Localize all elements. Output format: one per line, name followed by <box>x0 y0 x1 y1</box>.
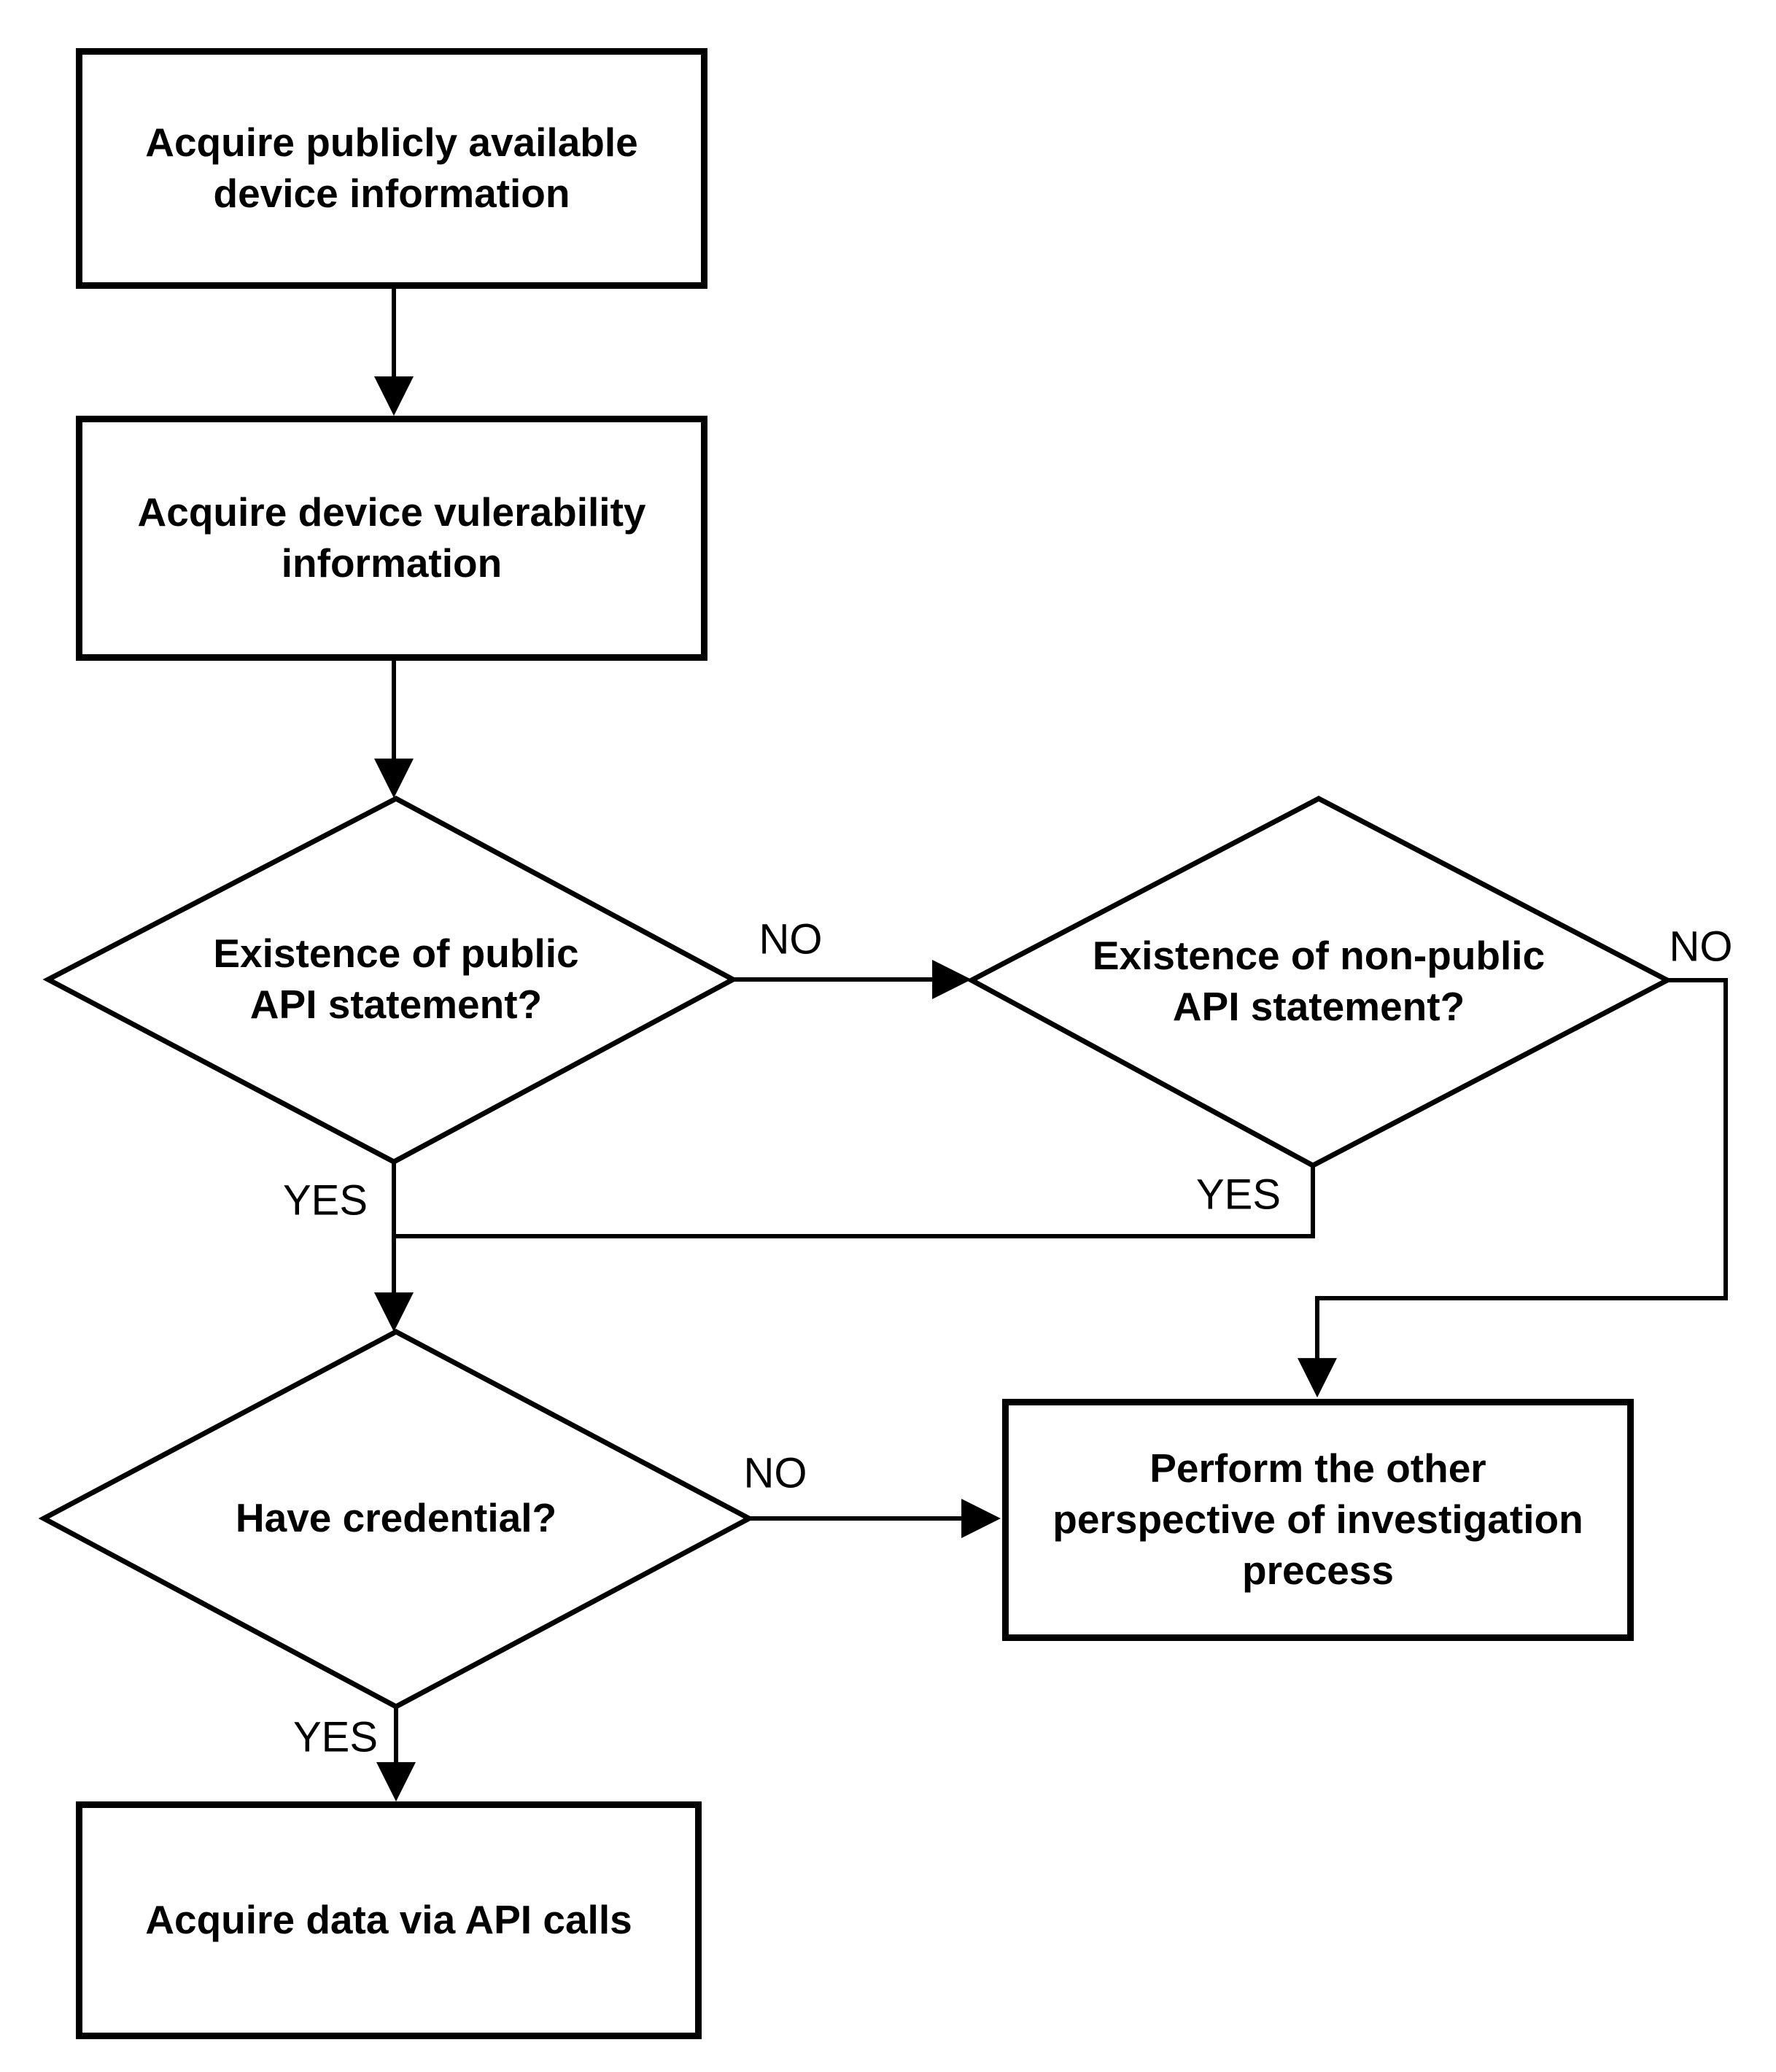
decision-label-public-api: Existence of public API statement? <box>213 931 579 1027</box>
decision-diamond-public-api <box>42 796 739 1165</box>
edge-label-public-api-yes: YES <box>282 1176 368 1225</box>
process-box-acquire-vuln-info: Acquire device vulerability information <box>76 416 707 661</box>
edge-label-credential-yes: YES <box>292 1713 379 1761</box>
decision-label-nonpublic-api: Existence of non-public API statement? <box>1092 933 1546 1029</box>
process-box-other-perspective: Perform the other perspective of investi… <box>1002 1399 1634 1641</box>
edge-label-nonpublic-api-no: NO <box>1669 923 1733 971</box>
edge-label-nonpublic-api-yes: YES <box>1195 1171 1281 1219</box>
edge-label-credential-no: NO <box>743 1449 807 1497</box>
edge-nonpublic-api-no-to-other-perspective <box>1298 978 1728 1398</box>
process-box-acquire-public-info: Acquire publicly available device inform… <box>76 48 707 289</box>
process-box-acquire-data-api: Acquire data via API calls <box>76 1801 702 2039</box>
edge-nonpublic-api-yes-merge <box>396 1165 1315 1238</box>
edge-label-public-api-no: NO <box>759 915 823 963</box>
decision-diamond-nonpublic-api <box>966 796 1673 1168</box>
decision-diamond-have-credential <box>38 1329 755 1710</box>
decision-label-have-credential: Have credential? <box>235 1495 557 1541</box>
